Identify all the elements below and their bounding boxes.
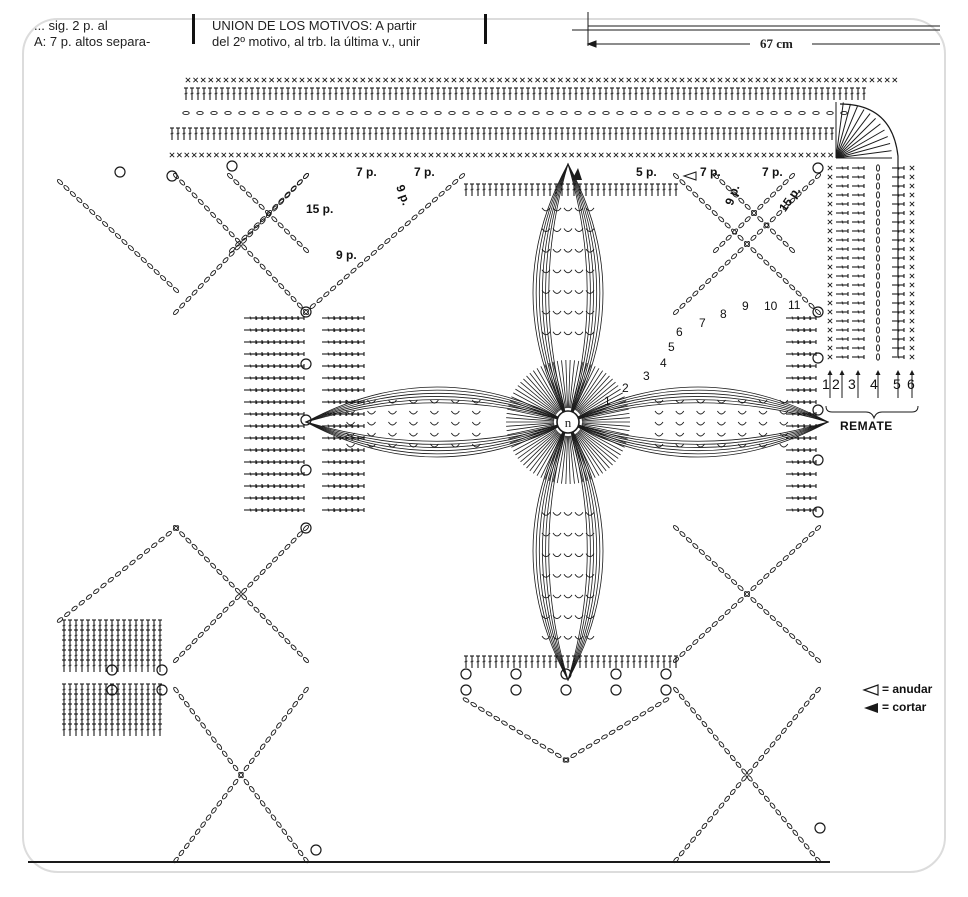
remate-col-3: 3 (848, 376, 856, 392)
anudar-marker-chart-icon (682, 171, 697, 181)
remate-label: REMATE (840, 419, 893, 433)
remate-col-6: 6 (907, 376, 915, 392)
label-top-5p: 5 p. (636, 165, 657, 179)
measure-label: 67 cm (760, 36, 793, 51)
round-number-7: 7 (699, 316, 706, 330)
header-divider-right (484, 14, 487, 44)
measurement-line (572, 12, 940, 48)
cortar-marker-chart-icon (572, 168, 582, 180)
header-center-line2: del 2º motivo, al trb. la última v., uni… (212, 34, 421, 49)
label-top-7p-c: 7 p. (700, 165, 721, 179)
cortar-marker-icon (864, 703, 878, 713)
svg-text:n: n (565, 415, 572, 430)
round-number-9: 9 (742, 299, 749, 313)
anudar-marker-icon (862, 684, 879, 696)
round-number-11: 11 (788, 298, 801, 312)
round-number-3: 3 (643, 369, 650, 383)
remate-col-4: 4 (870, 376, 878, 392)
label-top-7p-d: 7 p. (762, 165, 783, 179)
round-number-4: 4 (660, 356, 667, 370)
label-top-7p-b: 7 p. (414, 165, 435, 179)
round-number-10: 10 (764, 299, 778, 313)
top-edging (169, 77, 898, 158)
remate-bracket (825, 405, 919, 420)
label-left-9p-b: 9 p. (336, 248, 357, 262)
right-edging (827, 164, 915, 398)
label-left-15p: 15 p. (306, 202, 334, 216)
remate-col-2: 2 (832, 376, 840, 392)
round-number-8: 8 (720, 307, 727, 321)
round-number-6: 6 (676, 325, 683, 339)
round-number-1: 1 (604, 394, 611, 408)
header-left-line2: A: 7 p. altos separa- (34, 34, 151, 49)
header-center-line1: UNION DE LOS MOTIVOS: A partir (212, 18, 417, 33)
remate-col-5: 5 (893, 376, 901, 392)
label-top-7p-a: 7 p. (356, 165, 377, 179)
legend-anudar: = anudar (882, 682, 933, 696)
legend-cortar: = cortar (882, 700, 927, 714)
header-divider-left (192, 14, 195, 44)
corner-fan (835, 102, 899, 356)
round-number-2: 2 (622, 381, 629, 395)
remate-col-1: 1 (822, 376, 830, 392)
outer-lattice (56, 160, 826, 864)
center-ring (556, 410, 580, 434)
header-left-line1: ... sig. 2 p. al (34, 18, 108, 33)
central-motif (304, 162, 830, 682)
round-number-5: 5 (668, 340, 675, 354)
